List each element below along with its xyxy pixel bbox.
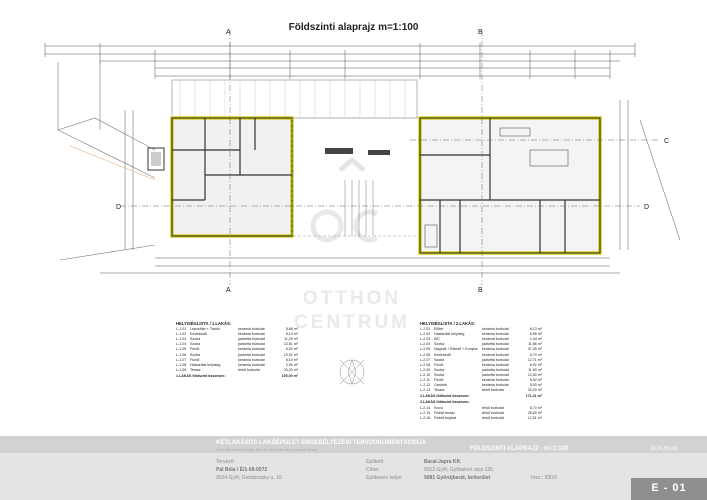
- project-title: KÉTLAKÁSOS LAKÓÉPÜLET ENGEDÉLYEZÉSI TERV…: [216, 440, 427, 446]
- site-label: Építkezés helye:: [366, 475, 403, 481]
- title-block: [0, 436, 707, 500]
- site-boundary: [57, 62, 681, 261]
- drawing-date: 2024.06.06.: [650, 446, 680, 452]
- logo-line2: CENTRUM: [294, 312, 410, 333]
- client-label: Építtető:: [366, 459, 385, 465]
- site-address: 9081 Győrújbarát, belterület: [424, 475, 491, 481]
- lot-number: hrsz.: 930/2: [531, 475, 558, 481]
- apartment2-floor: [420, 118, 600, 253]
- room-list2-heading: HELYISÉGLISTA / 2.LAKÁS:: [420, 321, 476, 326]
- sheet-code-box: [631, 478, 707, 500]
- plan-title: Földszinti alaprajz m=1:100: [288, 22, 419, 33]
- sheet-code: E - 01: [651, 482, 687, 494]
- apartment1-walls: [147, 116, 294, 238]
- room-list1-heading: HELYISÉGLISTA / 1.LAKÁS:: [176, 321, 232, 326]
- title-block-band: [0, 436, 707, 453]
- dimension-ticks: [44, 43, 636, 79]
- floor-plan: OTTHON CENTRUM: [44, 29, 681, 385]
- otthon-centrum-logo: OTTHON CENTRUM: [294, 156, 410, 333]
- sheet-title: FÖLDSZINTI ALAPRAJZ - m=1:100: [470, 446, 569, 452]
- designer-label: Tervező:: [216, 459, 235, 465]
- dimension-lines-top: [45, 45, 635, 77]
- room-list1-total: 1.LAKÁS földszint összesen:100,00 m²: [176, 373, 298, 378]
- apartment2-walls: [418, 116, 602, 255]
- designer-name: Pál Béla / É/1-08-0072: [216, 467, 268, 473]
- setback-line: [69, 145, 156, 181]
- dimension-lines-side: [124, 100, 629, 250]
- project-subtitle: Az e-hez tartozó leírás, fotó, ill. műle…: [216, 448, 319, 452]
- axis-lines: [120, 30, 660, 285]
- terrace-left: [171, 79, 418, 119]
- axis-c-right: C: [664, 138, 669, 145]
- covered-entrance: [291, 117, 421, 237]
- room-list2-total: 2.LAKÁS földszint összesen:171,41 m²: [420, 394, 542, 399]
- axis-b-top: B: [478, 29, 483, 36]
- room-list2-extra-heading: 2.LAKÁS földszint összesen:: [420, 400, 470, 405]
- axis-a-top: A: [226, 29, 231, 36]
- axis-a-bottom: A: [226, 287, 231, 294]
- designer-address: 9024 Győr, Dembinszky u. 10.: [216, 475, 283, 481]
- axis-d-left: D: [116, 204, 121, 211]
- client-address-label: Címe:: [366, 467, 380, 473]
- client-name: Barai-Japra Kft.: [424, 459, 462, 465]
- axis-b-bottom: B: [478, 287, 483, 294]
- north-arrow-icon: [339, 359, 365, 385]
- client-address: 9012 Győr, Győzelem utca 135.: [424, 467, 495, 473]
- axis-d-right: D: [644, 204, 649, 211]
- dimension-lines-bottom: [100, 257, 620, 274]
- logo-line1: OTTHON: [303, 288, 401, 309]
- apartment1-floor: [172, 118, 292, 236]
